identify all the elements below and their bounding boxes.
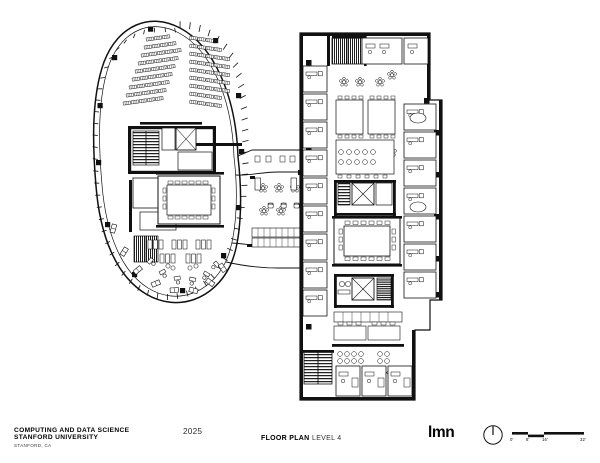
west-curved-lounge — [146, 257, 221, 286]
east-wing-east-offices — [361, 37, 437, 299]
scale-label-8: 8' — [526, 437, 530, 442]
project-name-line1: COMPUTING AND DATA SCIENCE — [14, 427, 130, 434]
east-south-benching — [333, 311, 403, 341]
conference-chairs — [338, 220, 396, 261]
east-collab-tables — [335, 77, 396, 179]
west-wing-inner-wall-line — [99, 26, 237, 297]
west-perimeter-banquettes — [109, 223, 228, 295]
title-block: COMPUTING AND DATA SCIENCE STANFORD UNIV… — [0, 415, 600, 463]
connector-small-tables — [254, 155, 296, 163]
east-wing — [299, 32, 443, 401]
floor-plan-drawing — [92, 20, 443, 401]
sheet-title-primary: FLOOR PLAN — [261, 435, 310, 442]
firm-logo: lmn — [428, 424, 455, 441]
east-wing-west-offices — [302, 65, 328, 317]
east-north-core — [331, 36, 367, 66]
north-arrow-icon — [483, 425, 503, 445]
plan-svg — [92, 20, 443, 401]
east-soft-seating — [338, 149, 376, 165]
east-conference-room — [332, 216, 402, 267]
conference-table — [343, 225, 391, 257]
project-identification: COMPUTING AND DATA SCIENCE STANFORD UNIV… — [14, 427, 129, 448]
east-mid-core — [334, 180, 396, 216]
scale-bar-labels: 0' 8' 16' 32' — [510, 437, 590, 447]
connector-link — [225, 149, 316, 269]
east-round-tables — [409, 112, 427, 213]
scale-label-16: 16' — [542, 437, 548, 442]
connector-lounge-chairs — [267, 202, 300, 209]
project-name-line2: STANFORD UNIVERSITY — [14, 434, 99, 442]
graphic-scale-bar — [512, 432, 584, 438]
west-study-tables — [147, 239, 212, 264]
project-location: STANFORD, CA — [14, 443, 52, 449]
west-wing-curtain-wall — [92, 20, 242, 304]
facade-columns — [96, 26, 245, 294]
west-wing — [92, 20, 249, 304]
scale-label-0: 0' — [510, 437, 514, 442]
east-south-stair — [302, 350, 334, 385]
office-furniture-east — [365, 43, 424, 286]
project-year: 2025 — [183, 427, 203, 436]
connector-study-counters — [251, 177, 301, 248]
sheet-title-level: LEVEL 4 — [312, 435, 342, 442]
east-south-offices — [335, 365, 413, 397]
scale-label-32: 32' — [580, 437, 586, 442]
east-south-core — [334, 274, 394, 308]
